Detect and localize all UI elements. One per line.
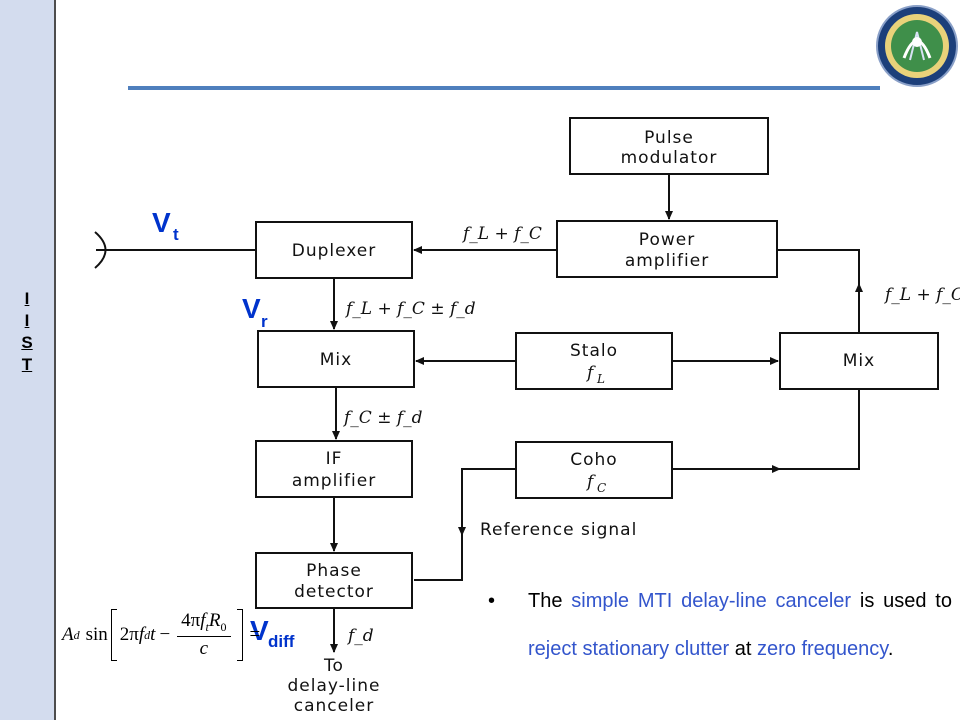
voltage-label-vdiff: V diff — [250, 615, 295, 651]
voltage-label-vr: V r — [242, 293, 268, 331]
bullet-part: . — [887, 638, 894, 660]
sidebar-letter: I — [24, 311, 30, 330]
freq-label-mix-output: f_L + f_C — [883, 285, 960, 305]
bullet-part-highlight: zero frequency — [757, 638, 888, 660]
eq-minus: − — [159, 624, 171, 645]
path-coho-to-mix-tx — [672, 389, 860, 470]
eq-num-coef: 4π — [181, 610, 201, 632]
block-label: amplifier — [292, 471, 376, 491]
eq-num-f-sub: t — [205, 619, 209, 634]
block-label: Pulse — [644, 128, 694, 148]
sidebar: I I S T — [0, 0, 56, 720]
block-label: Duplexer — [292, 241, 377, 261]
block-label: Phase — [306, 561, 362, 581]
sidebar-letter: S — [21, 333, 33, 352]
eq-term1-sub: d — [144, 627, 151, 642]
eq-amp: A — [62, 624, 74, 645]
svg-text:V: V — [152, 207, 171, 238]
eq-num-f: f — [200, 610, 206, 632]
block-pulse-modulator: Pulse modulator — [569, 117, 769, 175]
block-phase-detector: Phase detector — [255, 552, 413, 609]
sidebar-letter: T — [21, 355, 33, 374]
block-label: detector — [294, 582, 374, 602]
svg-text:r: r — [261, 312, 268, 331]
eq-num-r-sub: 0 — [220, 619, 227, 634]
bullet-marker: • — [488, 590, 496, 612]
block-label: Power — [639, 230, 695, 250]
voltage-label-vt: V t — [152, 207, 179, 244]
svg-text:diff: diff — [268, 632, 295, 651]
block-label: f — [585, 472, 596, 492]
sidebar-letter: I — [24, 289, 30, 308]
freq-label-if: f_C ± f_d — [342, 408, 423, 428]
eq-fraction: 4πftR0 c — [177, 610, 231, 660]
block-mix-receiver: Mix — [257, 330, 415, 388]
freq-label-doppler: f_d — [346, 626, 374, 646]
eq-denominator: c — [199, 637, 209, 659]
eq-numerator: 4πftR0 — [177, 610, 231, 637]
block-mix-transmitter: Mix — [779, 332, 939, 390]
eq-equals: = — [249, 624, 261, 645]
eq-term1-var: f — [138, 624, 145, 645]
bullet-part: at — [729, 638, 757, 660]
eq-sin: sin — [85, 624, 108, 645]
freq-label-received: f_L + f_C ± f_d — [344, 299, 476, 319]
block-coho: Coho f C — [515, 441, 673, 499]
bullet-part-highlight: simple MTI delay-line canceler — [571, 590, 852, 612]
block-power-amplifier: Power amplifier — [556, 220, 778, 278]
eq-term1-coef: 2π — [119, 624, 139, 645]
sidebar-letters: I I S T — [0, 288, 54, 376]
bullet-part: The — [528, 590, 572, 612]
block-label: IF — [326, 449, 343, 469]
header-divider — [128, 86, 880, 90]
eq-bracket-right — [236, 609, 243, 661]
block-label-subscript: C — [597, 481, 606, 495]
freq-label-duplexer-input: f_L + f_C — [461, 224, 542, 244]
bullet-point: • The simple MTI delay-line canceler is … — [488, 577, 952, 673]
svg-text:V: V — [250, 615, 269, 646]
bullet-text: The simple MTI delay-line canceler is us… — [528, 577, 952, 673]
block-label-subscript: L — [596, 372, 605, 386]
block-label: Coho — [570, 450, 617, 470]
block-label: Stalo — [570, 341, 618, 361]
block-if-amplifier: IF amplifier — [255, 440, 413, 498]
eq-amp-sub: d — [73, 627, 80, 642]
block-label: modulator — [621, 148, 718, 168]
bullet-part: is used to — [851, 590, 952, 612]
block-label: Mix — [843, 351, 875, 371]
path-mix-tx-to-amplifier — [777, 249, 860, 333]
output-label: To — [323, 656, 344, 676]
block-label: f — [585, 363, 596, 383]
signal-paths — [330, 174, 863, 653]
block-label: Mix — [320, 350, 352, 370]
block-stalo: Stalo f L — [515, 332, 673, 390]
reference-signal-label: Reference signal — [480, 520, 637, 540]
antenna-icon — [94, 231, 255, 269]
block-duplexer: Duplexer — [255, 221, 413, 279]
svg-text:t: t — [173, 225, 179, 244]
bullet-part-highlight: reject stationary clutter — [528, 638, 730, 660]
svg-text:V: V — [242, 293, 261, 324]
eq-term1-t: t — [150, 624, 156, 645]
output-label: delay-line — [288, 676, 381, 696]
eq-bracket-left — [110, 609, 117, 661]
output-label: canceler — [294, 696, 375, 716]
institute-logo — [876, 5, 958, 87]
eq-num-r: R — [208, 610, 221, 632]
block-label: amplifier — [625, 251, 709, 271]
